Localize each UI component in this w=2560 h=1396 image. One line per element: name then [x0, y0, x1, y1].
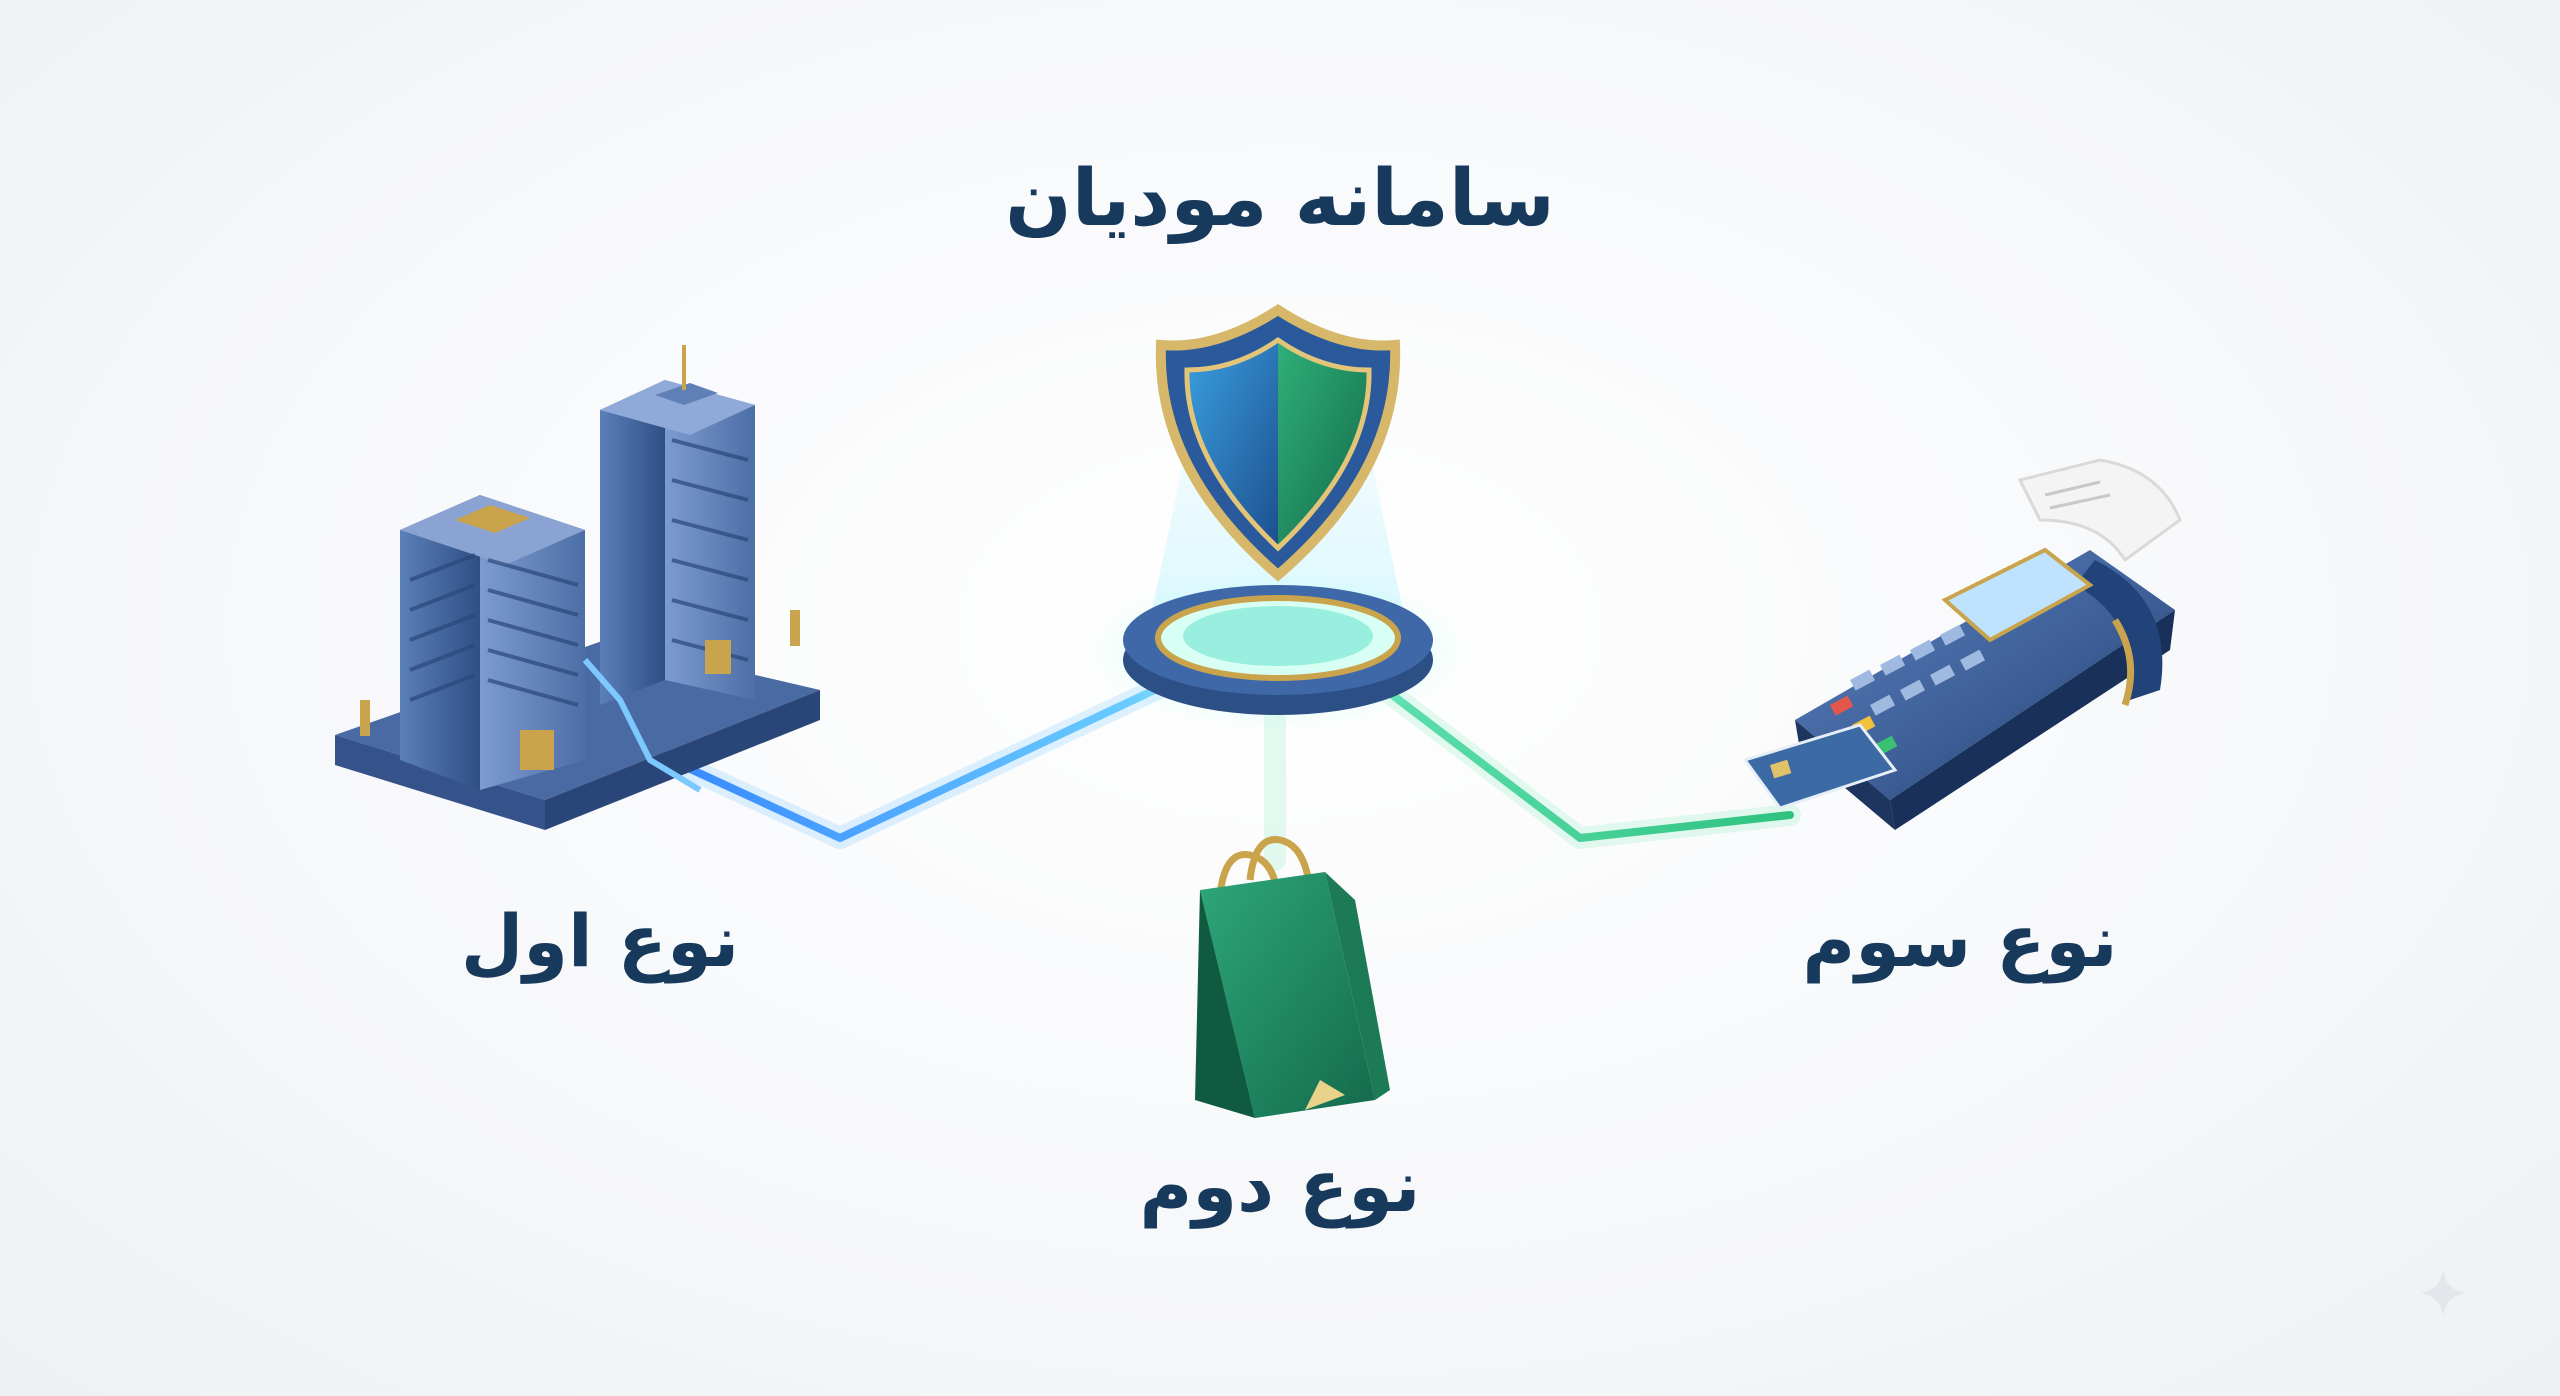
node-label-third: نوع سوم	[1802, 899, 2118, 983]
shopping-bag-icon	[1195, 836, 1390, 1118]
node-label-second: نوع دوم	[1139, 1144, 1421, 1228]
page-title: سامانه مودیان	[1005, 154, 1555, 244]
node-label-first: نوع اول	[460, 899, 740, 983]
sparkle-icon	[2420, 1270, 2466, 1316]
shield-icon	[1088, 304, 1468, 730]
office-buildings-icon	[335, 345, 820, 830]
pos-terminal-icon	[1742, 458, 2182, 830]
connector-third	[1359, 667, 1801, 849]
